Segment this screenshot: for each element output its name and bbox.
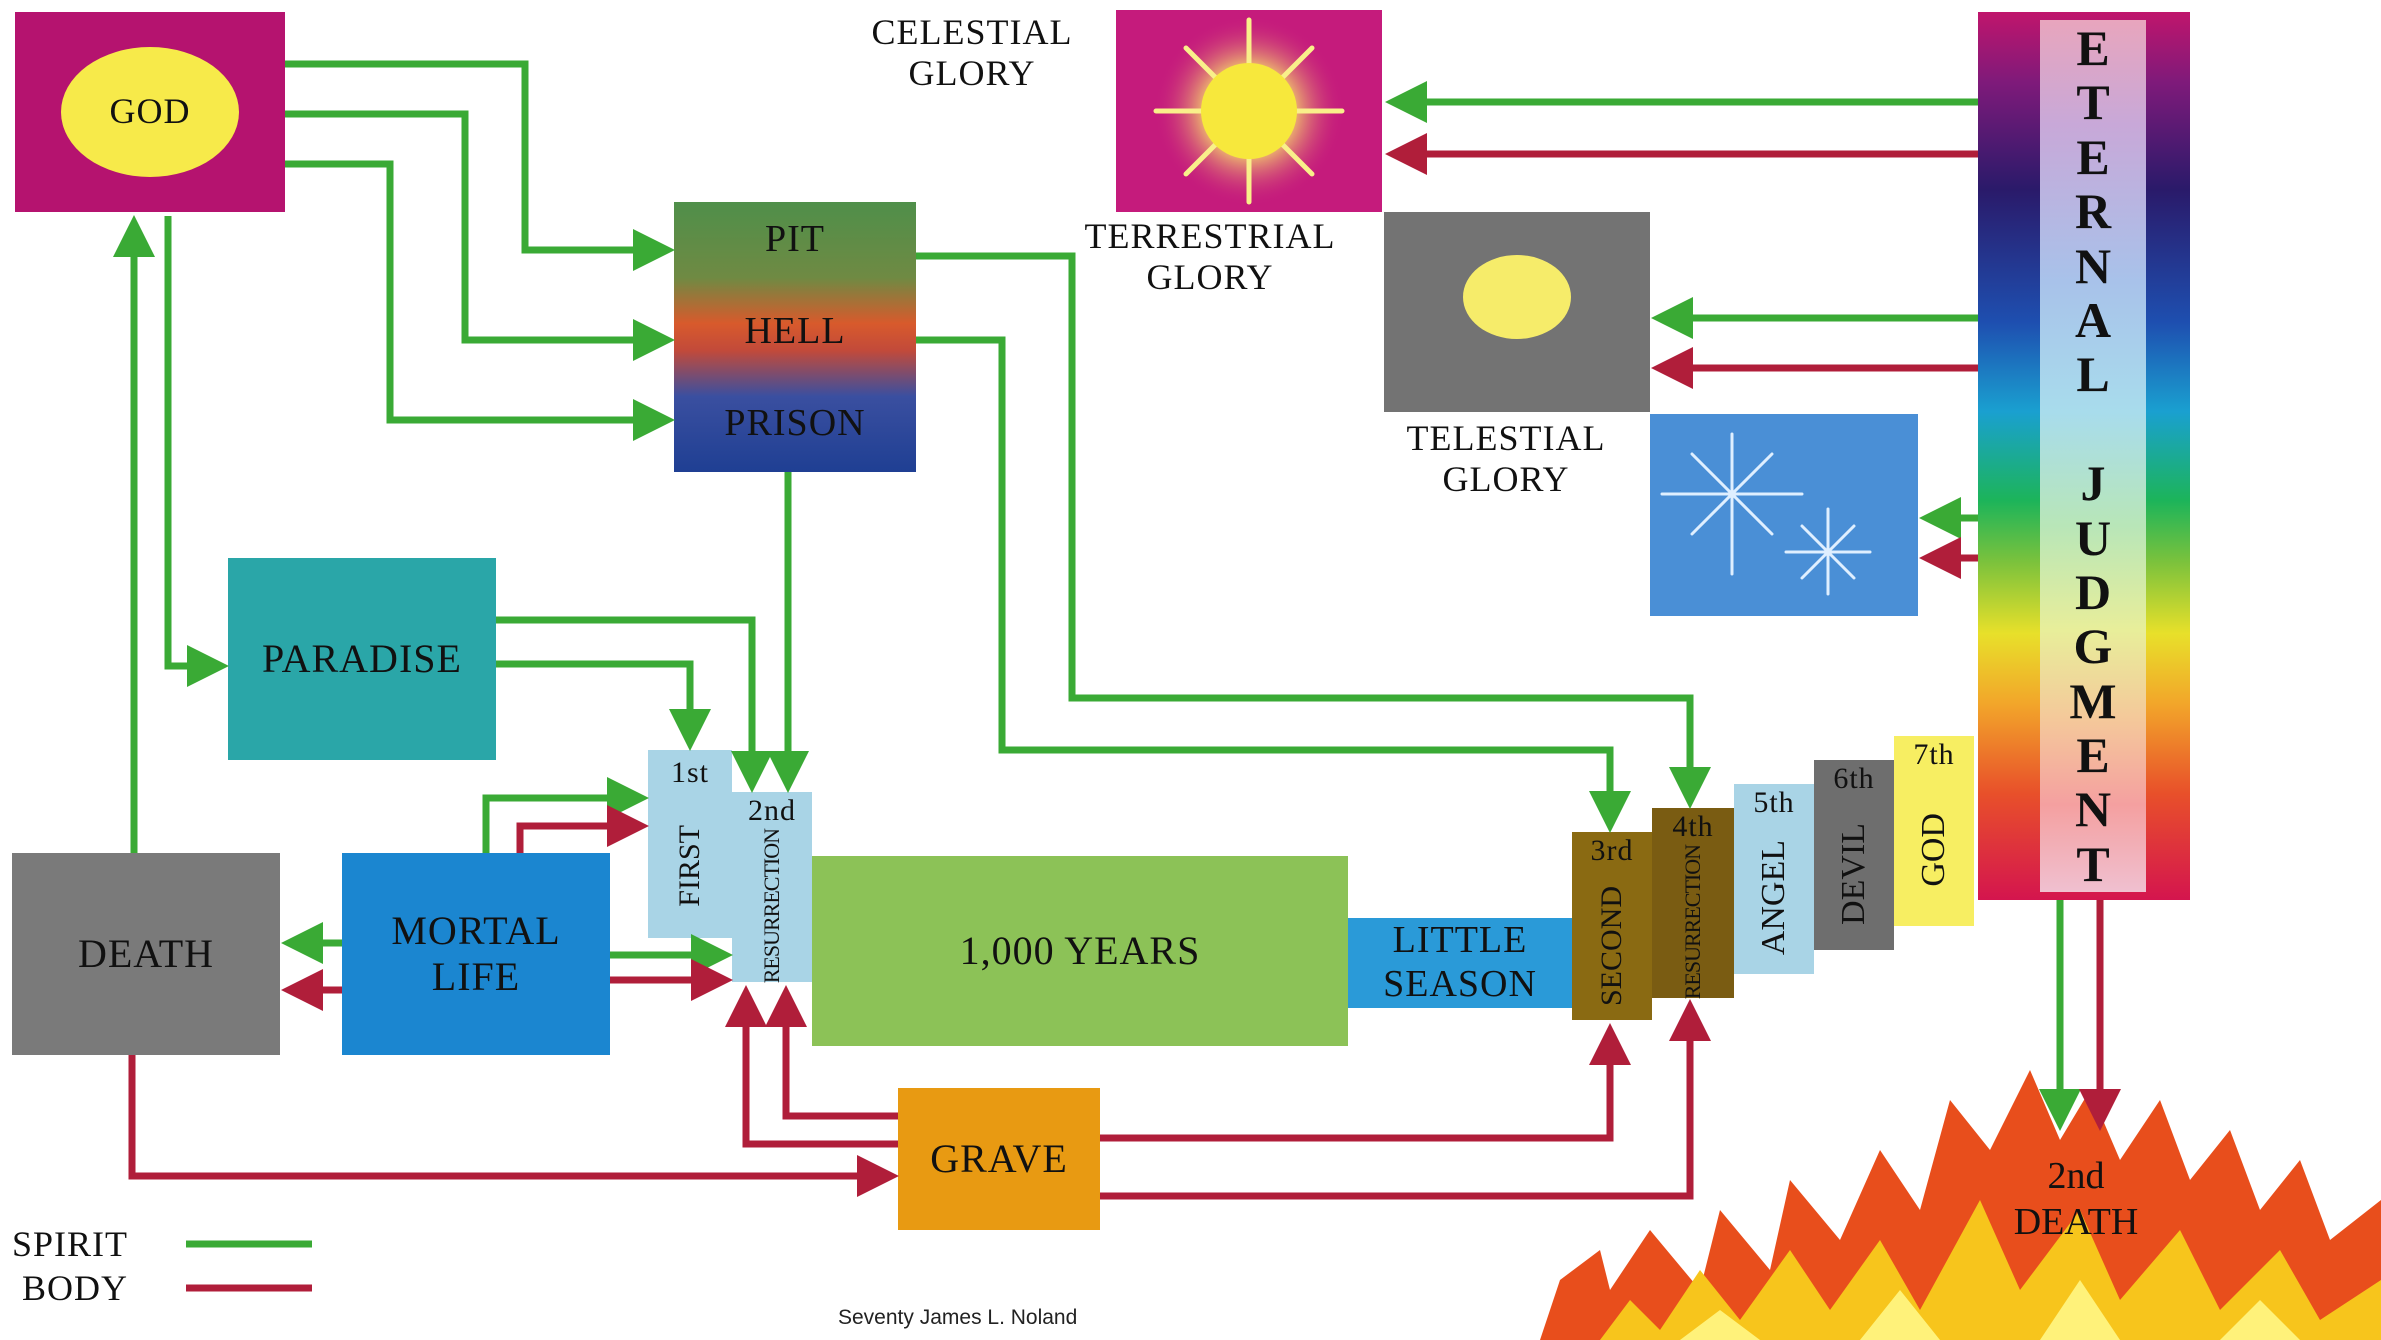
telestial-glory-box [1650, 414, 1918, 616]
stars-icon [1660, 432, 1872, 596]
celestial-glory-box [1116, 10, 1382, 212]
terrestrial-glory-label: TERRESTRIAL GLORY [1084, 215, 1336, 297]
grave-box: GRAVE [898, 1088, 1100, 1230]
eternal-judgment-letter: U [2074, 509, 2112, 566]
eternal-judgment-letter: E [2076, 727, 2110, 784]
eternal-judgment-letter: J [2080, 455, 2106, 512]
death-label: DEATH [77, 931, 215, 976]
eternal-judgment-letter: R [2074, 183, 2112, 240]
first-word-label: FIRST [673, 825, 706, 907]
terrestrial-glory-box [1384, 212, 1650, 412]
devil-box: 6th DEVIL [1814, 760, 1894, 950]
god-judged-label: GOD [1915, 813, 1952, 887]
eternal-judgment-letter: L [2076, 346, 2110, 403]
pit-hell-prison-box: PIT HELL PRISON [674, 202, 916, 472]
second-death-fire-icon [1540, 1070, 2381, 1340]
eternal-judgment-letter: T [2076, 835, 2110, 892]
second-resurrection-box: 2nd RESURRECTION [732, 792, 812, 984]
eternal-judgment-letter: A [2074, 291, 2112, 348]
eternal-judgment-letter: T [2076, 74, 2110, 131]
thousand-years-box: 1,000 YEARS [812, 856, 1348, 1046]
fourth-num-label: 4th [1672, 810, 1714, 843]
death-box: DEATH [12, 853, 280, 1055]
eternal-judgment-letter: E [2076, 128, 2110, 185]
god-box: GOD [15, 12, 285, 212]
telestial-glory-label: TELESTIAL GLORY [1406, 417, 1606, 499]
sun-icon [1153, 16, 1345, 206]
mortal-life-label: MORTAL LIFE [391, 908, 561, 999]
first-num-label: 1st [670, 756, 709, 789]
thousand-years-label: 1,000 YEARS [959, 928, 1201, 973]
prison-label: PRISON [724, 402, 866, 444]
seventh-god-box: 7th GOD [1894, 736, 1974, 926]
eternal-judgment-letter: D [2074, 563, 2112, 620]
devil-label: DEVIL [1835, 823, 1872, 925]
eternal-judgment-letter: G [2073, 618, 2113, 675]
fourth-resurrection-box: 4th RESURRECTION [1652, 808, 1734, 1000]
eternal-judgment-letter: N [2074, 781, 2112, 838]
little-season-label: LITTLE SEASON [1383, 919, 1537, 1005]
eternal-judgment-letter: E [2076, 20, 2110, 76]
second-num-label: 2nd [748, 794, 796, 827]
paradise-label: PARADISE [262, 636, 462, 681]
angel-box: 5th ANGEL [1734, 784, 1814, 974]
resurrection-label-2: RESURRECTION [1680, 844, 1705, 1000]
legend-spirit-label: SPIRIT [12, 1224, 129, 1264]
moon-icon [1463, 255, 1571, 339]
god-label: GOD [109, 91, 191, 132]
hell-label: HELL [744, 310, 846, 352]
sixth-num-label: 6th [1833, 762, 1875, 795]
first-resurrection-box: 1st FIRST [648, 750, 732, 938]
pit-label: PIT [765, 218, 825, 260]
third-num-label: 3rd [1590, 834, 1634, 867]
seventh-num-label: 7th [1913, 738, 1955, 771]
paradise-box: PARADISE [228, 558, 496, 760]
legend-body-label: BODY [22, 1268, 129, 1308]
eternal-judgment-letter: M [2069, 672, 2117, 729]
grave-label: GRAVE [930, 1136, 1068, 1181]
little-season-box: LITTLE SEASON [1348, 918, 1572, 1008]
third-resurrection-box: 3rd SECOND [1572, 832, 1652, 1020]
eternal-judgment-letter: N [2074, 237, 2112, 294]
celestial-glory-label: CELESTIAL GLORY [871, 11, 1073, 93]
god-oval: GOD [61, 47, 239, 177]
credit-text: Seventy James L. Noland [838, 1306, 1078, 1329]
fifth-num-label: 5th [1753, 786, 1795, 819]
second-word-label: SECOND [1595, 885, 1628, 1006]
mortal-life-box: MORTAL LIFE [342, 853, 610, 1055]
resurrection-label-1: RESURRECTION [759, 828, 784, 984]
angel-label: ANGEL [1755, 840, 1792, 956]
